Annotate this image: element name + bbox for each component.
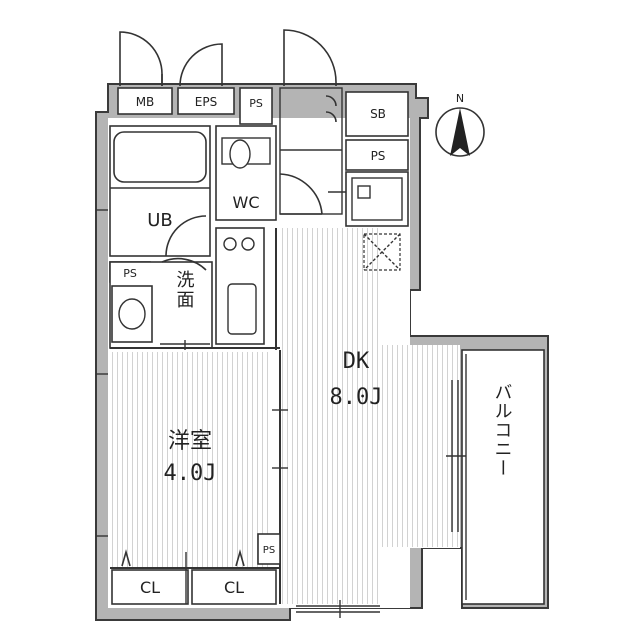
ps-right-label: PS <box>371 149 386 163</box>
closet-left <box>111 569 189 605</box>
mb-label: MB <box>136 95 155 109</box>
closet-right <box>191 569 277 605</box>
ps-bottom-label: PS <box>263 545 275 556</box>
balcony-label: バルコニー <box>492 383 513 478</box>
north-arrow-icon <box>450 108 470 156</box>
western-room-size-label: 4.0J <box>164 461 217 486</box>
closet-right-label: CL <box>224 578 244 597</box>
ps-right-box <box>345 139 409 171</box>
ps-top-box <box>239 87 273 125</box>
wc-label: WC <box>233 193 260 212</box>
compass-north-label: N <box>456 92 464 105</box>
wc-door-swing <box>279 173 323 215</box>
ub-label: UB <box>147 210 173 231</box>
balcony <box>461 349 545 605</box>
sb-box <box>345 91 409 137</box>
ub-door-swing <box>165 215 207 257</box>
toilet-bowl <box>229 139 251 169</box>
western-room-name-label: 洋室 <box>168 429 212 454</box>
bathtub <box>113 131 207 183</box>
ps-left-label: PS <box>123 267 137 280</box>
stove-burner-left <box>223 237 237 251</box>
wc-room <box>215 125 277 221</box>
entrance-door-swing <box>283 29 337 86</box>
dk-name-label: DK <box>343 349 370 374</box>
dk-size-label: 8.0J <box>330 385 383 410</box>
mb-door-swing <box>119 31 163 86</box>
closet-left-label: CL <box>140 578 160 597</box>
eps-door-swing <box>179 43 223 87</box>
sb-label: SB <box>370 107 386 121</box>
stove-burner-right <box>241 237 255 251</box>
mb-box <box>117 87 173 115</box>
dk-floor-hatch <box>282 228 378 604</box>
ps-bottom-box <box>257 533 281 565</box>
refrigerator-space <box>363 233 401 271</box>
kitchen-sink <box>227 283 257 335</box>
eps-box <box>177 87 235 115</box>
washing-machine-pan <box>345 171 409 227</box>
washroom-label: 洗面 <box>174 270 195 310</box>
ps-top-label: PS <box>249 97 263 110</box>
eps-label: EPS <box>195 95 217 109</box>
western-floor-hatch <box>112 352 272 568</box>
